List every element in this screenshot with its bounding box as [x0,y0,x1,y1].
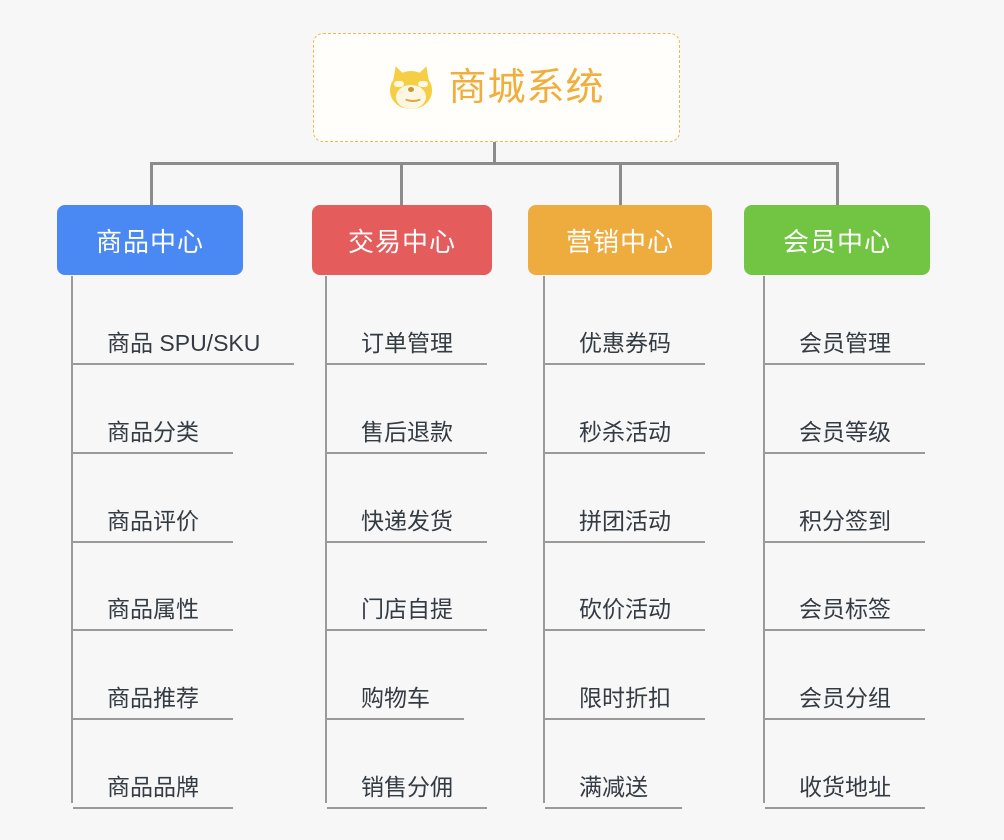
leaf-item-label: 限时折扣 [545,685,705,720]
category-box-2[interactable]: 交易中心 [312,205,492,275]
leaf-item-label: 会员分组 [765,685,925,720]
leaf-item-label: 秒杀活动 [545,419,705,454]
leaf-item[interactable]: 会员管理 [765,276,925,365]
leaf-item[interactable]: 商品分类 [73,365,233,454]
leaf-item[interactable]: 商品品牌 [73,720,233,809]
category-label-2: 交易中心 [347,226,456,257]
connector-drop-1 [150,162,153,206]
leaf-item-label: 门店自提 [327,596,487,631]
leaf-item[interactable]: 满减送 [545,720,682,809]
leaf-item[interactable]: 砍价活动 [545,542,705,631]
leaf-item[interactable]: 门店自提 [327,542,487,631]
category-box-1[interactable]: 商品中心 [57,205,243,275]
leaf-item-label: 满减送 [545,774,682,809]
leaf-item-label: 收货地址 [765,774,925,809]
leaf-spine-3 [543,276,545,803]
category-label-4: 会员中心 [782,226,891,257]
leaf-item[interactable]: 会员等级 [765,365,925,454]
connector-drop-2 [400,162,403,206]
leaf-item[interactable]: 收货地址 [765,720,925,809]
category-box-4[interactable]: 会员中心 [744,205,930,275]
connector-drop-3 [619,162,622,206]
leaf-item-label: 订单管理 [327,330,487,365]
leaf-spine-1 [71,276,73,803]
leaf-item-label: 商品属性 [73,596,233,631]
root-node[interactable]: 商城系统 [313,33,680,142]
category-box-3[interactable]: 营销中心 [528,205,712,275]
category-label-1: 商品中心 [95,226,204,257]
leaf-item-label: 商品 SPU/SKU [73,330,295,365]
leaf-item[interactable]: 限时折扣 [545,631,705,720]
leaf-item[interactable]: 商品推荐 [73,631,233,720]
leaf-item[interactable]: 商品属性 [73,542,233,631]
leaf-item[interactable]: 销售分佣 [327,720,487,809]
leaf-item-label: 快递发货 [327,508,487,543]
leaf-item[interactable]: 商品 SPU/SKU [73,276,295,365]
connector-root-stem [493,142,496,164]
leaf-item[interactable]: 会员标签 [765,542,925,631]
leaf-item-label: 商品推荐 [73,685,233,720]
leaf-spine-4 [763,276,765,803]
leaf-item[interactable]: 优惠券码 [545,276,705,365]
leaf-item-label: 砍价活动 [545,596,705,631]
root-node-label: 商城系统 [448,66,605,109]
category-label-3: 营销中心 [565,226,674,257]
leaf-item-label: 商品品牌 [73,774,233,809]
leaf-item-label: 购物车 [327,685,464,720]
leaf-item-label: 会员管理 [765,330,925,365]
leaf-item[interactable]: 拼团活动 [545,454,705,543]
leaf-item[interactable]: 积分签到 [765,454,925,543]
leaf-item-label: 积分签到 [765,508,925,543]
leaf-item-label: 商品评价 [73,508,233,543]
leaf-item[interactable]: 售后退款 [327,365,487,454]
leaf-item[interactable]: 商品评价 [73,454,233,543]
leaf-item[interactable]: 会员分组 [765,631,925,720]
leaf-item-label: 拼团活动 [545,508,705,543]
leaf-item-label: 优惠券码 [545,330,705,365]
leaf-item-label: 商品分类 [73,419,233,454]
leaf-item[interactable]: 购物车 [327,631,464,720]
leaf-item[interactable]: 秒杀活动 [545,365,705,454]
leaf-spine-2 [325,276,327,803]
connector-horizontal-bus [150,162,839,165]
connector-drop-4 [836,162,839,206]
leaf-item-label: 会员等级 [765,419,925,454]
leaf-item-label: 销售分佣 [327,774,487,809]
leaf-item[interactable]: 订单管理 [327,276,487,365]
leaf-item-label: 售后退款 [327,419,487,454]
shiba-inu-face-icon [388,63,435,110]
leaf-item[interactable]: 快递发货 [327,454,487,543]
leaf-item-label: 会员标签 [765,596,925,631]
